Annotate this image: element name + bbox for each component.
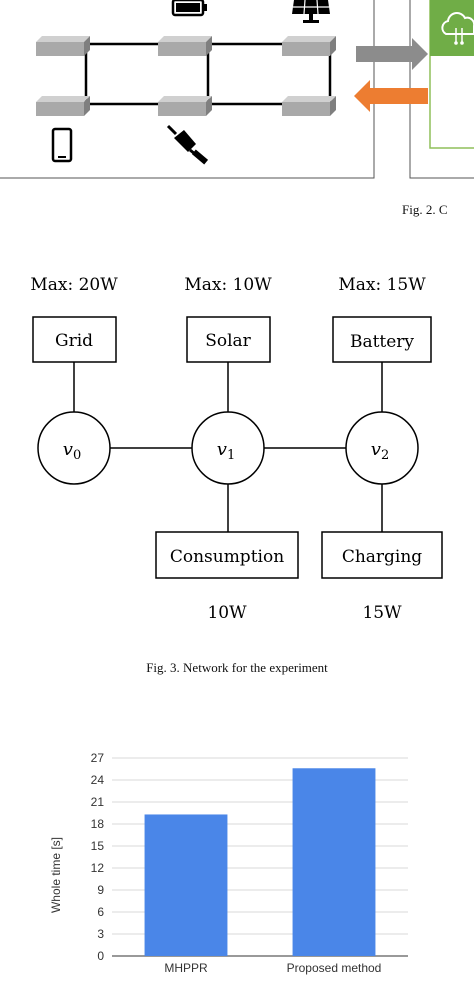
max-label-solar: Max: 10W	[184, 275, 272, 295]
max-label-grid: Max: 20W	[30, 275, 118, 295]
x-tick-label: MHPPR	[164, 961, 208, 975]
fig2-panel-border	[0, 0, 375, 179]
charging-label: Charging	[342, 547, 422, 567]
y-tick-label: 6	[97, 905, 104, 919]
fig2-diagram	[0, 0, 474, 179]
node-v0	[37, 411, 111, 485]
y-tick-label: 21	[91, 795, 105, 809]
chart-x-ticks: MHPPR Proposed method	[164, 961, 381, 975]
consumption-value: 10W	[207, 603, 247, 623]
bus-block	[36, 96, 90, 116]
smartphone-icon	[51, 127, 73, 163]
bar-mhppr	[144, 814, 228, 956]
arrow-right-icon	[356, 38, 428, 70]
charging-box	[321, 531, 443, 579]
bar-chart: 0 3 6 9 12 15 18 21 24 27 MHPPR Proposed method Wh…	[49, 751, 408, 975]
figure-2: Fig. 2. C	[0, 0, 474, 217]
y-tick-label: 27	[91, 751, 105, 765]
y-tick-label: 18	[91, 817, 105, 831]
solar-label: Solar	[205, 331, 251, 351]
cloud-icon	[430, 0, 474, 56]
y-tick-label: 0	[97, 949, 104, 963]
grid-box	[32, 316, 117, 363]
bus-block	[282, 96, 336, 116]
node-v1-label: v1	[217, 439, 235, 463]
bar-proposed-method	[292, 768, 376, 956]
consumption-box	[155, 531, 299, 579]
solar-panel-icon	[292, 0, 330, 23]
battery-icon	[171, 0, 207, 17]
fig2-blocks	[36, 36, 336, 116]
y-axis-label: Whole time [s]	[49, 837, 63, 913]
chart-y-ticks: 0 3 6 9 12 15 18 21 24 27	[91, 751, 105, 963]
y-tick-label: 3	[97, 927, 104, 941]
x-tick-label: Proposed method	[287, 961, 382, 975]
max-label-battery: Max: 15W	[338, 275, 426, 295]
bus-block	[282, 36, 336, 56]
y-tick-label: 15	[91, 839, 105, 853]
chart-bars	[144, 768, 376, 956]
grid-label: Grid	[55, 331, 93, 351]
figure-4-bar-chart: 0 3 6 9 12 15 18 21 24 27 MHPPR Proposed method Wh…	[0, 740, 474, 977]
charging-value: 15W	[362, 603, 402, 623]
network-diagram: Max: 20W Max: 10W Max: 15W Grid Solar Ba…	[30, 275, 443, 623]
fig3-caption: Fig. 3. Network for the experiment	[146, 660, 328, 675]
arrow-left-icon	[354, 80, 428, 112]
battery-label: Battery	[350, 332, 414, 352]
y-tick-label: 12	[91, 861, 105, 875]
figure-3: Max: 20W Max: 10W Max: 15W Grid Solar Ba…	[0, 262, 474, 675]
bus-block	[158, 96, 212, 116]
fig2-caption: Fig. 2. C	[402, 202, 448, 217]
y-tick-label: 24	[91, 773, 105, 787]
plug-icon	[166, 124, 209, 165]
node-v0-label: v0	[63, 439, 81, 463]
bus-block	[158, 36, 212, 56]
bus-block	[36, 36, 90, 56]
node-v2-label: v2	[371, 439, 389, 463]
y-tick-label: 9	[97, 883, 104, 897]
consumption-label: Consumption	[170, 547, 284, 567]
